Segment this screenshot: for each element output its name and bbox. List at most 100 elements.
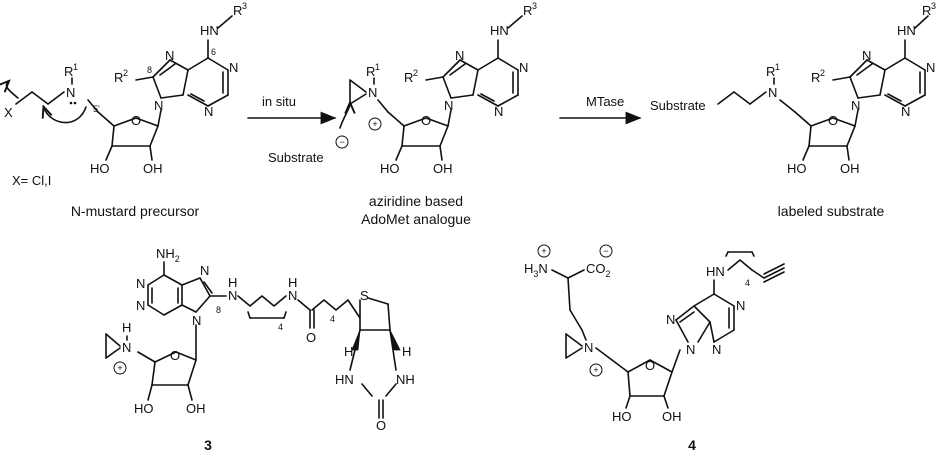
aziridine-adomet-analogue: HN R 3 N N N N R 2 O HO OH N R 1 (268, 1, 537, 176)
c3-chain-count: 4 (330, 314, 335, 324)
substrate-label: Substrate (650, 98, 706, 113)
n3-label-2: N (494, 104, 503, 119)
adenine-ring-3 (849, 15, 929, 107)
n1-label: N (229, 60, 238, 75)
c3-ribose-o: O (170, 348, 180, 363)
biotin-s-label: S (360, 288, 369, 303)
n7-label: N (165, 48, 174, 63)
ribose-o-label-3: O (828, 113, 838, 128)
biotin-h-left: H (344, 344, 353, 359)
c4-n3-label: N (712, 342, 721, 357)
compound-4-adenine (675, 279, 735, 343)
curly-arrow-substrate (339, 104, 350, 129)
biotin-bicycle (347, 297, 397, 419)
biotin-hn-label: HN (335, 372, 354, 387)
c3-amide-o: O (306, 330, 316, 345)
r2-label-2: R (404, 70, 413, 85)
c4-sulfonium-n: N (584, 340, 593, 355)
n9-label: N (154, 98, 163, 113)
c4-ammonium-plus: + (537, 244, 551, 258)
hn-label-2: HN (490, 23, 509, 38)
r3-sup-3: 3 (931, 1, 936, 11)
c3-aziridine-n: N (122, 340, 131, 355)
c4-h3n-label: H3N (524, 261, 548, 279)
c4-n7-label: N (666, 312, 675, 327)
compound-3-adenine (147, 261, 227, 316)
c4-carboxylate-minus: − (599, 244, 613, 258)
biotin-nh-label: NH (396, 372, 415, 387)
curly-arrow-leaving (6, 82, 19, 99)
r2-label: R (114, 70, 123, 85)
r3-sup-2: 3 (532, 1, 537, 11)
compound-3-structure: NH2 N N N N 8 N H 4 N H O 4 (105, 246, 415, 433)
c3-amide-h: H (288, 275, 297, 290)
adenine-ring-2 (442, 15, 523, 107)
c4-aziridinium-plus: + (589, 363, 603, 377)
c3-ho-label: HO (134, 401, 154, 416)
mustard-n-label: N (66, 85, 75, 100)
n7-label-2: N (455, 48, 464, 63)
r2-sup-2: 2 (413, 68, 418, 78)
c4-ribose-o: O (645, 358, 655, 373)
c3-position-8-label: 8 (216, 305, 221, 315)
ribose-o-label-2: O (421, 113, 431, 128)
n9-label-3: N (851, 98, 860, 113)
r1-label-3: R (766, 64, 775, 79)
labeled-substrate: HN R 3 N N N N R 2 O HO OH N R 1 (650, 1, 936, 176)
c4-n9-label: N (686, 342, 695, 357)
caption-precursor: N-mustard precursor (71, 203, 200, 219)
r2-label-3: R (811, 70, 820, 85)
c4-n1-label: N (736, 298, 745, 313)
r1-sup-2: 1 (375, 62, 380, 72)
hn-label: HN (200, 23, 219, 38)
biotin-urea-o: O (376, 418, 386, 433)
c3-linker-n1: N (228, 288, 237, 303)
r1-sup: 1 (73, 62, 78, 72)
svg-text:−: − (339, 137, 344, 147)
svg-text:+: + (593, 365, 598, 375)
c3-aziridinium-plus: + (113, 361, 127, 375)
c3-n1-label: N (136, 276, 145, 291)
c3-oh-label: OH (186, 401, 206, 416)
c3-n9-label: N (192, 313, 201, 328)
caption-labeled: labeled substrate (778, 203, 885, 219)
c4-co2-label: CO2 (586, 261, 611, 279)
compound-4-number: 4 (688, 437, 696, 453)
ho-label: HO (90, 161, 110, 176)
r1-sup-3: 1 (775, 62, 780, 72)
compound-4-ribose (595, 347, 681, 409)
r3-label-3: R (922, 3, 931, 18)
caption-aziridine-line2: AdoMet analogue (361, 211, 471, 227)
hn-label-3: HN (897, 23, 916, 38)
position-6-label: 6 (211, 47, 216, 57)
aziridinium-plus-charge: + (368, 117, 382, 131)
n7-label-3: N (862, 48, 871, 63)
c4-ho-label: HO (612, 409, 632, 424)
n1-label-3: N (926, 60, 935, 75)
svg-text:−: − (603, 246, 608, 256)
ribose-ring-3 (779, 99, 859, 161)
c3-n3-label: N (136, 298, 145, 313)
oh-label-3: OH (840, 161, 860, 176)
caption-aziridine-line1: aziridine based (369, 193, 463, 209)
ribose-o-label: O (131, 113, 141, 128)
c3-linker-h1: H (228, 275, 237, 290)
step1-label: in situ (262, 94, 296, 109)
x-definition: X= Cl,I (12, 173, 51, 188)
c3-amide-n: N (288, 288, 297, 303)
ribose-ring-1 (87, 99, 162, 161)
biotin-h-right: H (402, 344, 411, 359)
curly-arrow-attack (44, 107, 87, 124)
n1-label-2: N (519, 60, 528, 75)
svg-text:+: + (372, 119, 377, 129)
c4-hn-label: HN (706, 264, 725, 279)
r3-label: R (233, 3, 242, 18)
r3-label-2: R (523, 3, 532, 18)
r1-label: R (64, 64, 73, 79)
n3-label-3: N (901, 104, 910, 119)
nh2-label: NH2 (156, 246, 180, 264)
c3-n7-label: N (200, 263, 209, 278)
c3-aziridine-h: H (122, 320, 131, 335)
oh-label-2: OH (433, 161, 453, 176)
